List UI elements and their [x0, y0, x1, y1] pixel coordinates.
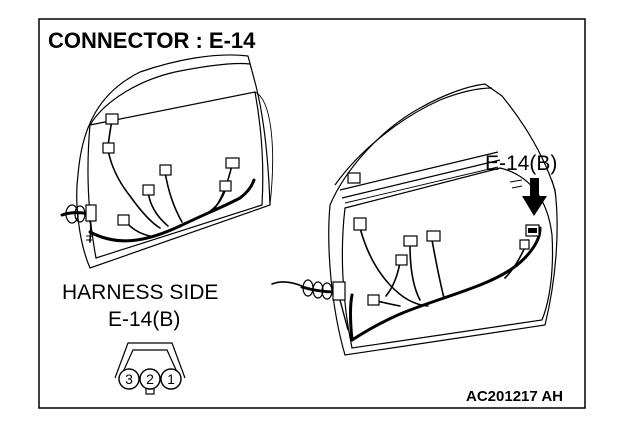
pin-1	[160, 368, 182, 390]
pin-2-label: 2	[146, 371, 154, 387]
right-door-illustration	[271, 83, 558, 356]
harness-side-label: HARNESS SIDE	[62, 281, 218, 304]
connector-face: 3 2 1	[114, 342, 186, 395]
pin-1-label: 1	[167, 371, 175, 387]
diagram-title: CONNECTOR : E-14	[48, 28, 256, 53]
pin-3	[118, 368, 140, 390]
pin-2	[139, 368, 161, 390]
down-arrow-icon	[522, 178, 547, 216]
connector-callout-label: E-14(B)	[485, 152, 557, 175]
diagram-frame	[38, 18, 586, 409]
harness-side-connector-id: E-14(B)	[108, 308, 180, 331]
pin-3-label: 3	[125, 371, 133, 387]
figure-code: AC201217 AH	[466, 388, 563, 405]
left-door-illustration	[60, 54, 274, 269]
